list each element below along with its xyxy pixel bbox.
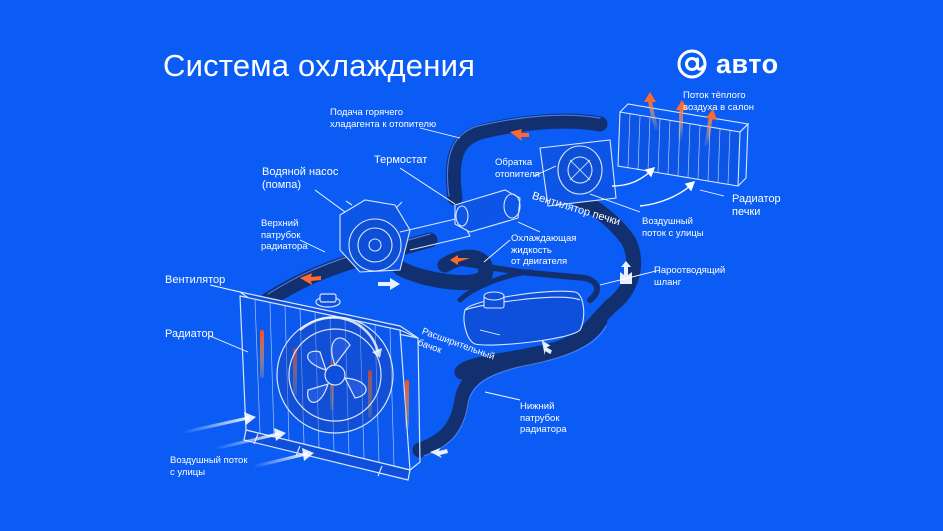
label-steam-hose: Пароотводящий шланг — [654, 265, 726, 288]
label-upper-hose: Верхний патрубок радиатора — [261, 218, 308, 252]
label-water-pump: Водяной насос (помпа) — [262, 166, 339, 191]
coolant-from-engine-hose — [392, 249, 494, 290]
heater-supply-hose — [445, 113, 608, 206]
label-thermostat: Термостат — [374, 154, 428, 166]
water-pump — [339, 199, 471, 273]
lower-radiator-hose — [412, 312, 608, 458]
label-outside-air-bottom: Воздушный поток с улицы — [170, 455, 248, 478]
thermostat — [454, 189, 521, 233]
leader-lines — [209, 127, 725, 401]
label-fan: Вентилятор — [165, 274, 226, 286]
warm-air-arrows — [644, 92, 717, 146]
brand-text: авто — [716, 49, 779, 79]
fan-rotation-arrow — [299, 316, 380, 353]
label-lower-hose: Нижний патрубок радиатора — [520, 401, 567, 435]
label-heater-return: Обратка отопителя — [495, 157, 540, 180]
radiator-hot-flow — [260, 330, 409, 428]
label-radiator: Радиатор — [165, 328, 214, 340]
upper-radiator-hose — [260, 232, 438, 308]
label-warm-air: Поток тёплого воздуха в салон — [683, 90, 755, 113]
brand-logo[interactable]: авто — [676, 48, 779, 80]
hoses — [260, 113, 642, 458]
heater-fan — [539, 139, 617, 207]
label-outside-air-top: Воздушный поток с улицы — [642, 216, 704, 239]
tank-hose — [457, 269, 533, 303]
at-sign-logo-icon — [677, 49, 707, 79]
main-radiator — [239, 291, 421, 481]
label-heater-radiator: Радиатор печки — [732, 193, 781, 218]
expansion-tank — [463, 290, 585, 346]
heater-air-intake-arrows — [611, 166, 696, 207]
label-coolant-from-engine: Охлаждающая жидкость от двигателя — [511, 233, 577, 267]
outside-air-arrows — [183, 412, 314, 468]
page-title: Система охлаждения — [163, 48, 476, 83]
label-hot-supply: Подача горячего хладагента к отопителю — [330, 107, 437, 130]
radiator-fan — [276, 316, 394, 434]
steam-hose — [452, 259, 600, 303]
